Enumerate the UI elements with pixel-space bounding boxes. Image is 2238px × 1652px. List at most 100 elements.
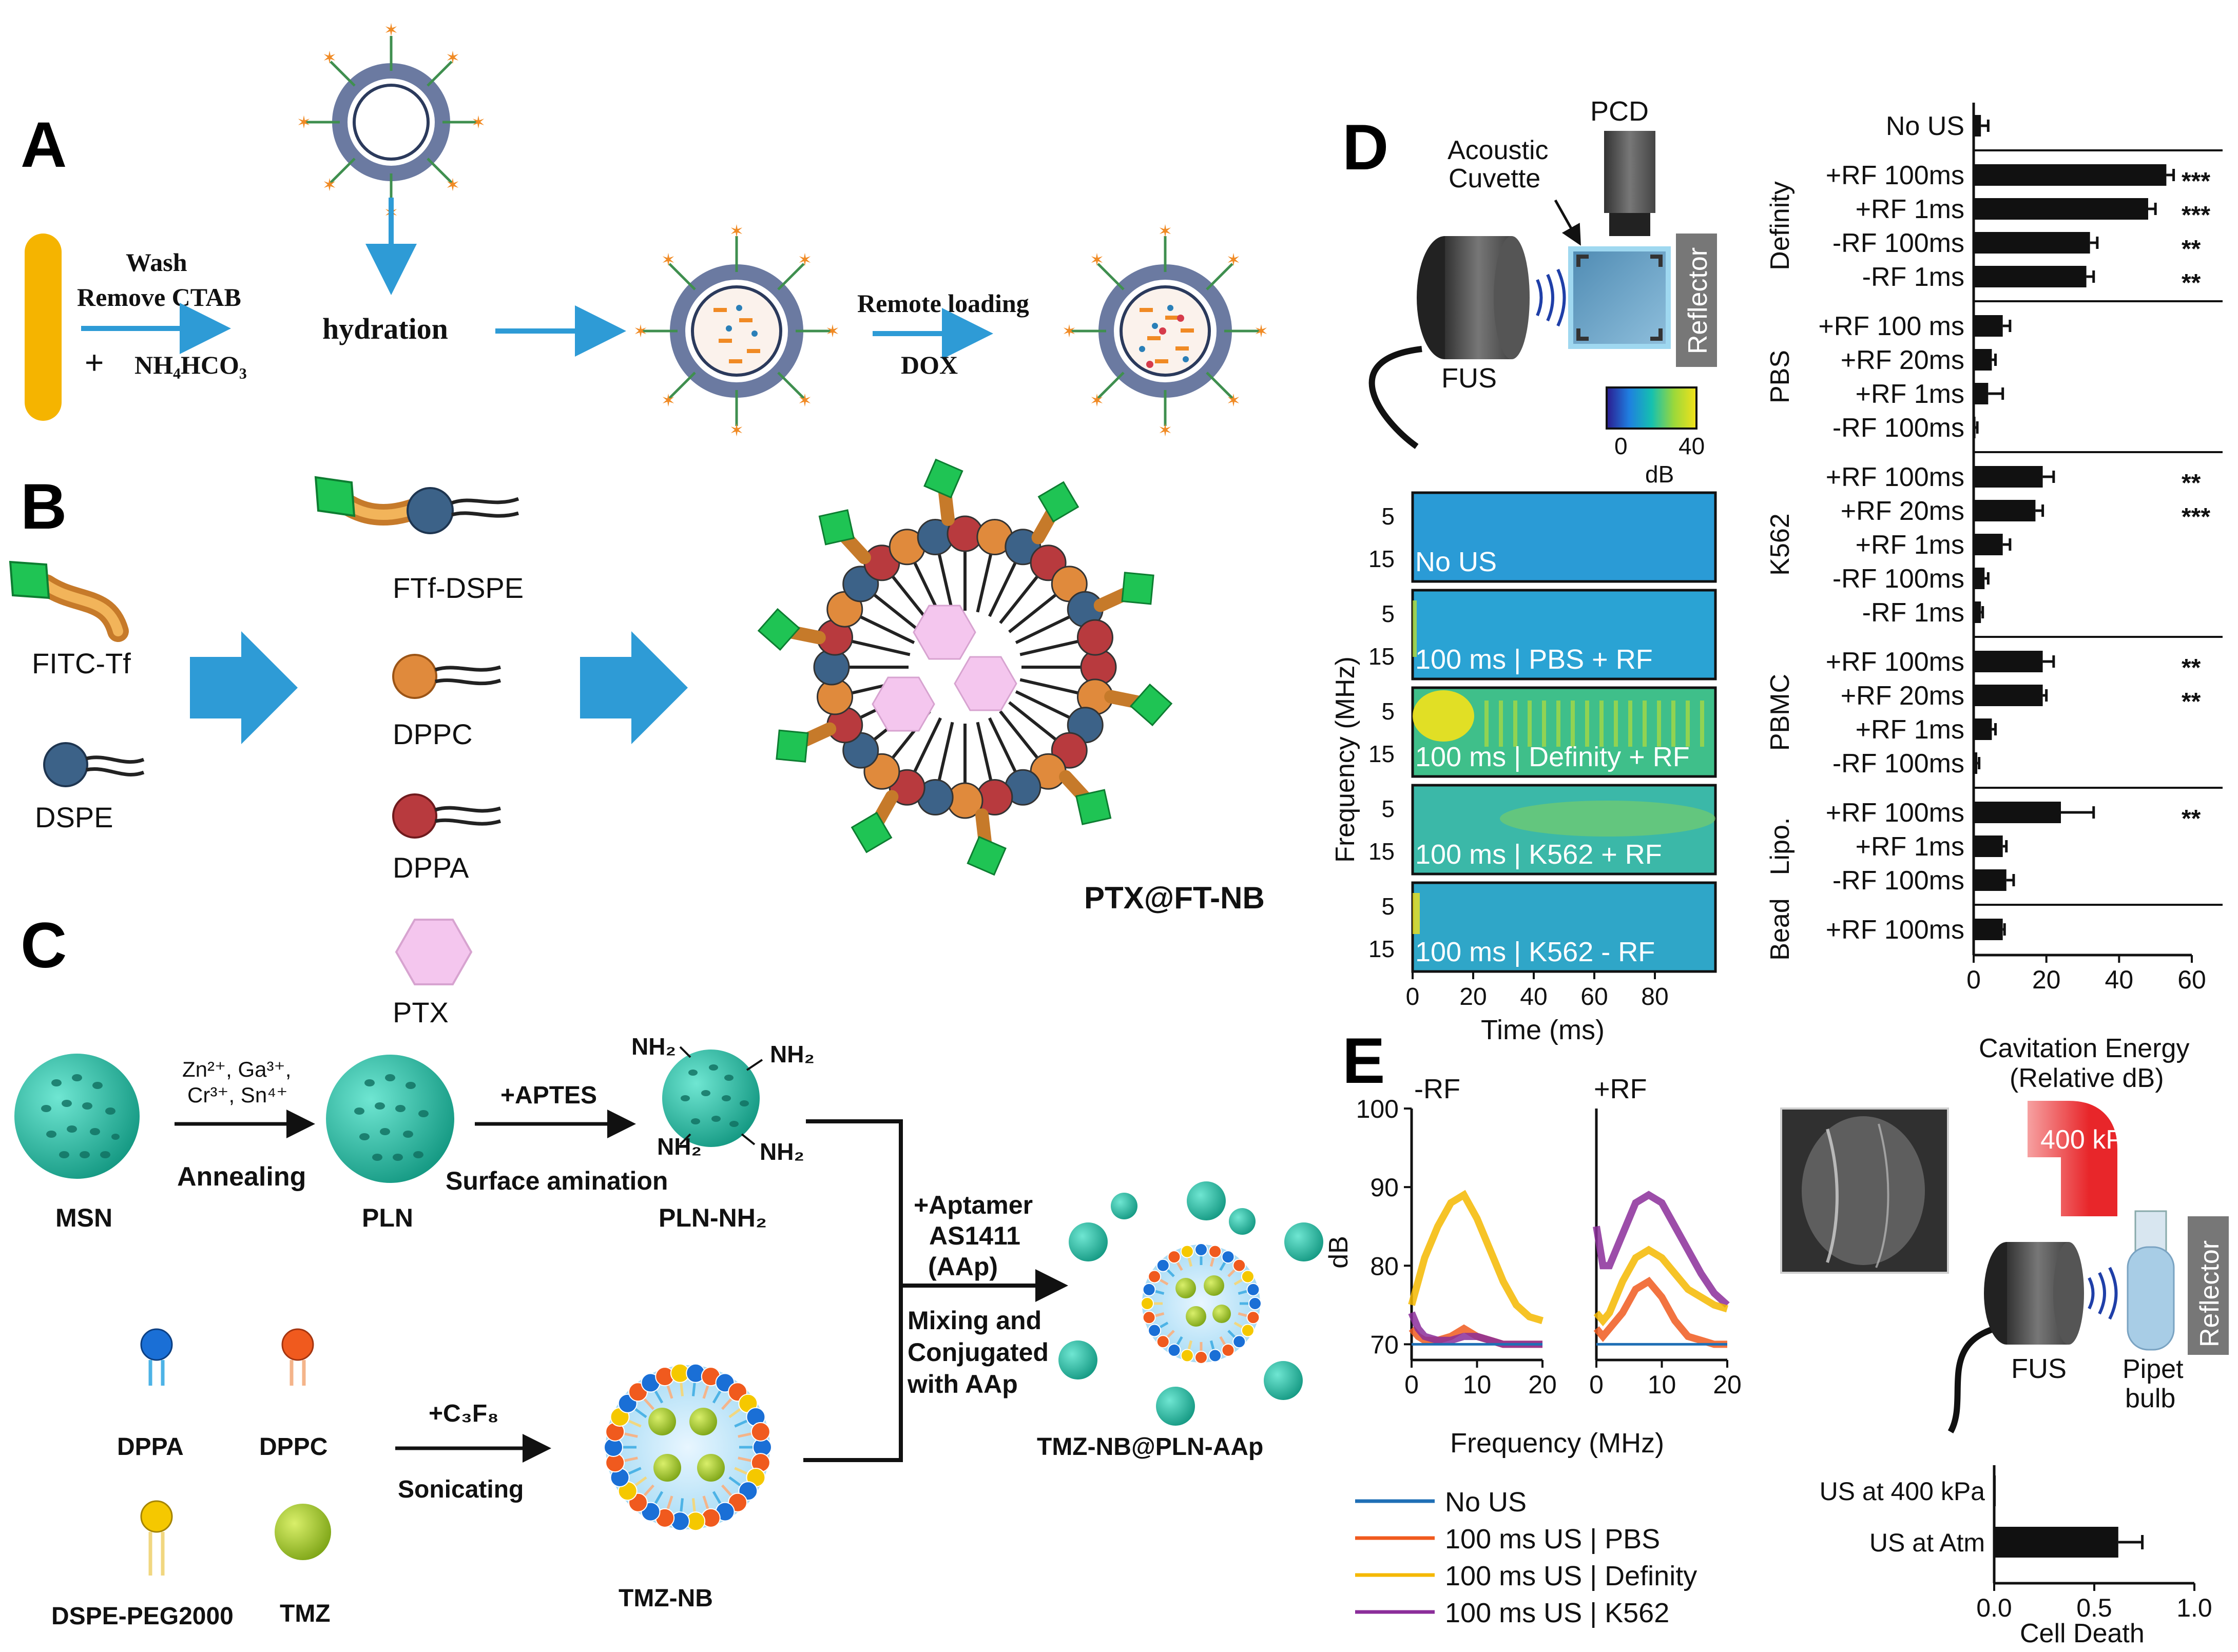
colorbar-max: 40 bbox=[1679, 433, 1705, 459]
cav-bar bbox=[1974, 115, 1981, 137]
legend-k562: 100 ms US | K562 bbox=[1445, 1598, 1669, 1628]
dppc-c-label: DPPC bbox=[259, 1433, 327, 1461]
fus-e-label: FUS bbox=[2011, 1353, 2067, 1384]
spectro-ytick: 5 bbox=[1381, 503, 1395, 530]
cav-category-label: +RF 1ms bbox=[1856, 832, 1964, 862]
aptes-label: +APTES bbox=[500, 1082, 597, 1109]
spectra-ytick: 90 bbox=[1370, 1173, 1399, 1202]
msn-label: MSN bbox=[55, 1203, 112, 1232]
annealing-label: Annealing bbox=[177, 1162, 306, 1192]
sonicating-label: Sonicating bbox=[398, 1476, 524, 1503]
colorbar-min: 0 bbox=[1614, 433, 1628, 459]
cd-bar bbox=[1994, 1475, 1996, 1506]
cav-bar bbox=[1974, 383, 1989, 404]
svg-text:✶: ✶ bbox=[1226, 250, 1241, 270]
cav-significance: ** bbox=[2182, 236, 2201, 263]
pressure-tube bbox=[2028, 1101, 2117, 1216]
cav-category-label: +RF 100ms bbox=[1826, 915, 1964, 945]
fitc-tf-label: FITC-Tf bbox=[32, 647, 131, 679]
svg-text:✶: ✶ bbox=[322, 176, 337, 195]
cav-bar bbox=[1974, 500, 2036, 521]
cd-category-label: US at 400 kPa bbox=[1820, 1477, 1985, 1506]
spectro-ytick: 15 bbox=[1368, 546, 1395, 572]
acoustic-label: Acoustic bbox=[1448, 135, 1549, 165]
cav-xlabel-2: (Relative dB) bbox=[2010, 1063, 2164, 1093]
nh2-label-1: NH₂ bbox=[631, 1033, 676, 1060]
panel-d: D PCD Acoustic Cuvette Reflector FUS 0 4… bbox=[1330, 96, 2223, 1093]
hydration-label: hydration bbox=[322, 312, 448, 345]
spectro-ytick: 5 bbox=[1381, 893, 1395, 920]
cav-significance: ** bbox=[2182, 805, 2201, 832]
pipet-label-2: bulb bbox=[2125, 1384, 2175, 1413]
svg-text:✶: ✶ bbox=[798, 391, 813, 411]
dox-label: DOX bbox=[901, 351, 958, 379]
cav-bar bbox=[1974, 802, 2061, 823]
spectra-xtick: 10 bbox=[1463, 1370, 1492, 1399]
spectra-xtick: 0 bbox=[1589, 1370, 1604, 1399]
liposome-loaded-2: ✶✶✶✶ ✶✶✶✶ bbox=[1062, 222, 1269, 440]
svg-text:✶: ✶ bbox=[1254, 322, 1269, 341]
aptamer-line1: +Aptamer bbox=[914, 1191, 1033, 1219]
cav-category-label: +RF 1ms bbox=[1856, 379, 1964, 409]
spectro-ytick: 5 bbox=[1381, 795, 1395, 822]
liposome-loaded-1: ✶✶✶✶ ✶✶✶✶ bbox=[633, 222, 840, 440]
cd-xtick: 0.0 bbox=[1976, 1593, 2012, 1622]
cav-xlabel-1: Cavitation Energy bbox=[1979, 1034, 2189, 1063]
liposome-empty: ✶✶✶✶ ✶✶✶✶ bbox=[297, 21, 486, 223]
microscopy-image bbox=[1780, 1107, 1949, 1274]
ftf-dspe-label: FTf-DSPE bbox=[393, 572, 524, 604]
spectrogram-label: 100 ms | Definity + RF bbox=[1415, 742, 1690, 772]
svg-text:✶: ✶ bbox=[633, 322, 648, 341]
minus-rf-label: -RF bbox=[1414, 1074, 1460, 1104]
cav-bar bbox=[1974, 919, 2003, 940]
panel-letter-d: D bbox=[1342, 112, 1388, 183]
arrow-cuvette bbox=[1554, 199, 1581, 246]
cav-category-label: +RF 1ms bbox=[1856, 530, 1964, 560]
cuvette-box bbox=[1568, 246, 1671, 349]
cd-bar bbox=[1994, 1527, 2118, 1558]
pln-sphere bbox=[326, 1055, 454, 1183]
spectrum-line bbox=[1593, 1191, 1730, 1308]
panel-letter-c: C bbox=[21, 910, 67, 981]
ions-line1: Zn²⁺, Ga³⁺, bbox=[182, 1057, 291, 1081]
spectro-ytick: 5 bbox=[1381, 698, 1395, 725]
legend-pbs: 100 ms US | PBS bbox=[1445, 1524, 1660, 1554]
tmz-icon bbox=[275, 1504, 331, 1560]
svg-text:✶: ✶ bbox=[661, 391, 676, 411]
dppc-c-icon bbox=[281, 1328, 314, 1386]
pressure-label: 400 kPa bbox=[2040, 1125, 2138, 1155]
spectrum-line bbox=[1593, 1276, 1727, 1348]
pipet-bulb-icon bbox=[2127, 1210, 2175, 1351]
reflector-block bbox=[1676, 234, 1717, 367]
fus-transducer-e-icon bbox=[1947, 1242, 2084, 1433]
ptx-label: PTX bbox=[393, 996, 449, 1028]
spectro-xtick: 40 bbox=[1520, 983, 1547, 1010]
plus-rf-label: +RF bbox=[1594, 1074, 1647, 1104]
nh2-label-3: NH₂ bbox=[657, 1133, 702, 1160]
cav-significance: ** bbox=[2182, 470, 2201, 497]
fus-label: FUS bbox=[1441, 363, 1497, 394]
cav-bar bbox=[1974, 568, 1985, 589]
pcd-transducer-icon bbox=[1604, 131, 1655, 236]
cav-group-label: K562 bbox=[1765, 513, 1795, 575]
dspe-peg-icon bbox=[140, 1500, 173, 1576]
cd-xtick: 1.0 bbox=[2176, 1593, 2212, 1622]
panel-a: A Wash Remove CTAB + NH₄HCO₃ ✶✶✶✶ ✶✶✶✶ h… bbox=[21, 21, 1268, 440]
cav-category-label: +RF 1ms bbox=[1856, 715, 1964, 745]
mixing-line1: Mixing and bbox=[908, 1306, 1041, 1335]
tmz-label: TMZ bbox=[280, 1600, 331, 1627]
dspe-label: DSPE bbox=[35, 801, 113, 833]
dspe-icon bbox=[43, 742, 145, 787]
svg-text:✶: ✶ bbox=[729, 421, 744, 440]
spectro-ytick: 15 bbox=[1368, 643, 1395, 670]
cav-category-label: -RF 100ms bbox=[1832, 228, 1964, 258]
surface-amination-label: Surface amination bbox=[446, 1167, 668, 1195]
panel-letter-a: A bbox=[21, 109, 67, 181]
spectro-ytick: 5 bbox=[1381, 600, 1395, 627]
cd-xlabel: Cell Death bbox=[2020, 1619, 2145, 1648]
cuvette-label: Cuvette bbox=[1449, 164, 1540, 193]
pipet-label-1: Pipet bbox=[2123, 1354, 2184, 1384]
pcd-label: PCD bbox=[1590, 96, 1649, 127]
sound-waves-e-icon bbox=[2088, 1267, 2118, 1320]
